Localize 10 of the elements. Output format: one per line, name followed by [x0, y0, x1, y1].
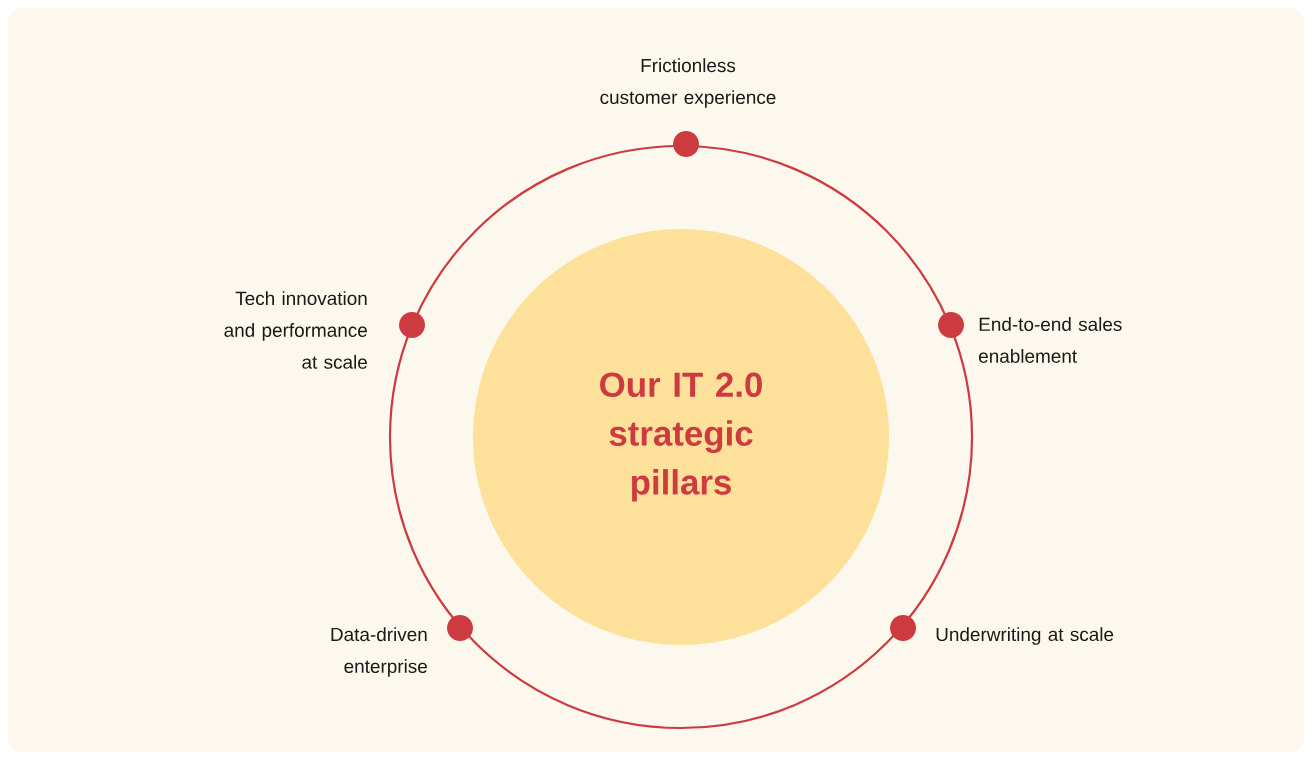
pillar-label: Underwriting at scale: [936, 627, 1114, 645]
pillar-label: Data-driven enterprise: [331, 627, 427, 677]
pillar-label: End-to-end sales enablement: [979, 317, 1122, 363]
pillar-label: Frictionless customer experience: [600, 58, 776, 108]
dot-marker: [890, 615, 916, 641]
dot-marker: [447, 615, 473, 641]
pillar-label: Tech innovation and performance at scale: [224, 291, 367, 369]
dot-marker: [938, 312, 964, 338]
dot-marker: [673, 131, 699, 157]
dot-marker: [399, 312, 425, 338]
